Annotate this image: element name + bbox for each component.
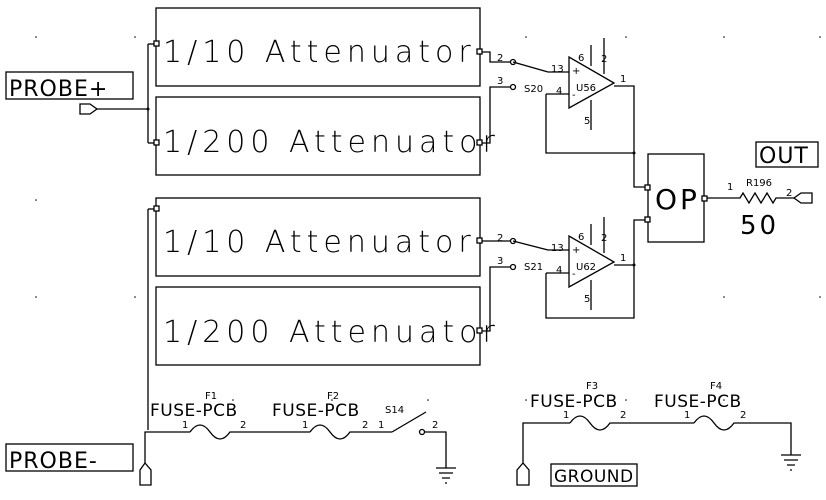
attenuator-top-1-200: 1/200 Attenuator xyxy=(153,96,500,176)
opamp-triangle-icon xyxy=(568,55,616,110)
resistor-r196: 1 R196 2 50 xyxy=(707,178,813,241)
attenuator-top-1-10: 1/10 Attenuator xyxy=(153,7,483,87)
attenuator-label: 1/10 Attenuator xyxy=(163,35,476,70)
svg-text:3: 3 xyxy=(497,76,503,87)
probe-minus-connector-icon xyxy=(139,461,152,486)
svg-text:FUSE-PCB: FUSE-PCB xyxy=(654,392,742,412)
probe-plus-label: PROBE+ xyxy=(9,77,108,102)
svg-text:1: 1 xyxy=(378,420,384,431)
svg-text:5: 5 xyxy=(584,294,590,305)
svg-text:S21: S21 xyxy=(524,262,543,273)
svg-text:1: 1 xyxy=(684,410,690,421)
out-label-box: OUT xyxy=(755,141,819,169)
ground-connector-icon xyxy=(516,462,530,486)
svg-text:FUSE-PCB: FUSE-PCB xyxy=(150,401,238,421)
svg-text:S14: S14 xyxy=(385,405,404,416)
svg-text:1: 1 xyxy=(620,74,626,85)
probe-minus-label: PROBE- xyxy=(9,449,98,474)
svg-text:3: 3 xyxy=(497,256,503,267)
probe-plus: PROBE+ xyxy=(5,43,154,144)
svg-text:FUSE-PCB: FUSE-PCB xyxy=(530,392,618,412)
svg-text:FUSE-PCB: FUSE-PCB xyxy=(272,401,360,421)
probe-minus: PROBE- xyxy=(5,208,154,486)
switch-s14: S14 1 2 xyxy=(378,405,456,484)
attenuator-label: 1/10 Attenuator xyxy=(163,225,476,260)
fuse-chain-left: FUSE-PCB F1 1 2 FUSE-PCB F2 1 2 xyxy=(148,391,392,440)
attenuator-bottom-1-10: 1/10 Attenuator xyxy=(153,197,483,277)
svg-text:4: 4 xyxy=(556,86,562,97)
svg-text:U62: U62 xyxy=(576,262,596,273)
svg-text:-: - xyxy=(572,90,576,101)
ground-label-box: GROUND xyxy=(550,463,638,487)
svg-text:4: 4 xyxy=(556,265,562,276)
svg-text:2: 2 xyxy=(601,233,607,244)
svg-text:2: 2 xyxy=(601,54,607,65)
op-label: OP xyxy=(655,183,700,216)
attenuator-bottom-1-200: 1/200 Attenuator xyxy=(155,286,500,366)
output-connector-icon xyxy=(792,192,813,204)
svg-text:1: 1 xyxy=(302,420,308,431)
ground-icon xyxy=(436,467,456,484)
attenuator-label: 1/200 Attenuator xyxy=(163,315,500,350)
ground-icon xyxy=(781,454,801,471)
svg-text:1: 1 xyxy=(620,253,626,264)
svg-text:F1: F1 xyxy=(205,391,217,402)
svg-text:2: 2 xyxy=(497,53,503,64)
probe-plus-connector-icon xyxy=(79,103,99,115)
svg-text:U56: U56 xyxy=(576,83,596,94)
svg-text:F2: F2 xyxy=(327,391,339,402)
opamp-triangle-icon xyxy=(568,234,616,289)
svg-text:2: 2 xyxy=(497,233,503,244)
svg-text:+: + xyxy=(572,245,580,256)
svg-text:6: 6 xyxy=(578,232,584,243)
svg-text:2: 2 xyxy=(740,410,746,421)
svg-text:2: 2 xyxy=(786,188,792,199)
svg-text:2: 2 xyxy=(432,420,438,431)
attenuator-label: 1/200 Attenuator xyxy=(163,125,500,160)
switch-s21: 2 3 S21 xyxy=(482,233,549,332)
svg-text:1: 1 xyxy=(727,182,733,193)
svg-text:F4: F4 xyxy=(710,381,722,392)
ground-label: GROUND xyxy=(554,467,634,487)
svg-text:2: 2 xyxy=(362,420,368,431)
svg-text:13: 13 xyxy=(551,243,564,254)
svg-text:6: 6 xyxy=(578,53,584,64)
svg-text:1: 1 xyxy=(563,410,569,421)
opamp-u56: 13 4 + - 6 2 5 1 U56 xyxy=(545,38,636,155)
grid-dots xyxy=(35,36,821,401)
op-block: OP xyxy=(633,153,708,265)
out-label: OUT xyxy=(759,144,809,169)
svg-text:1: 1 xyxy=(182,420,188,431)
svg-text:R196: R196 xyxy=(746,178,772,189)
svg-text:5: 5 xyxy=(584,116,590,127)
switch-s20: 2 3 S20 xyxy=(482,51,549,144)
svg-text:S20: S20 xyxy=(524,84,543,95)
opamp-u62: 13 4 + - 6 2 5 1 U62 xyxy=(545,217,636,319)
svg-text:-: - xyxy=(572,269,576,280)
svg-text:13: 13 xyxy=(551,64,564,75)
svg-text:F3: F3 xyxy=(586,381,598,392)
resistor-value: 50 xyxy=(740,211,779,241)
svg-text:2: 2 xyxy=(240,420,246,431)
fuse-chain-ground: FUSE-PCB F3 1 2 FUSE-PCB F4 1 2 xyxy=(516,381,801,486)
svg-text:2: 2 xyxy=(620,410,626,421)
svg-text:+: + xyxy=(572,66,580,77)
